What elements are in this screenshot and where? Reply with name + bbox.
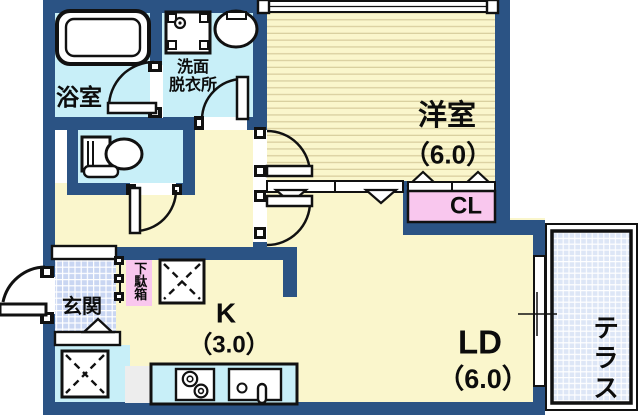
appliance-space (125, 366, 151, 403)
shoe-cabinet (126, 258, 152, 306)
living-dining-size: （6.0） (437, 363, 529, 394)
bathtub (55, 9, 151, 66)
washroom-label-line1: 洗面 (176, 59, 210, 77)
storage-square-kitchen (158, 258, 206, 305)
closet-label: CL (450, 192, 482, 220)
living-dining-label: LD (458, 323, 502, 361)
doors (0, 60, 314, 317)
window-terrace (518, 255, 557, 387)
entrance-label: 玄関 (62, 295, 102, 318)
kitchen-label: K (215, 297, 237, 329)
entrance-steps (50, 244, 122, 347)
door-living (265, 194, 314, 247)
door-bathroom (106, 60, 158, 115)
closet-box (406, 170, 497, 224)
door-entrance (0, 265, 48, 317)
western-room-label: 洋室 (417, 99, 477, 132)
washbasin (213, 9, 259, 49)
entrance-floor (55, 258, 116, 333)
terrace (545, 223, 638, 411)
washing-machine-pan (164, 10, 212, 55)
entrance-step-triangle (80, 317, 116, 334)
stove (174, 367, 216, 402)
western-room-size: （6.0） (403, 139, 493, 170)
door-washroom (200, 75, 250, 121)
door-toilet (128, 186, 178, 235)
door-western-room (265, 129, 314, 178)
kitchen-counter (149, 362, 299, 406)
kitchen-sink (227, 367, 283, 405)
washroom-label: 洗面 脱衣所 (169, 59, 217, 95)
storage-square-entrance (60, 349, 110, 399)
shoe-cabinet-label: 下駄箱 (132, 261, 148, 301)
window-top (256, 0, 500, 15)
kitchen-size: （3.0） (188, 331, 270, 359)
toilet (80, 135, 144, 179)
bathroom-label: 浴室 (56, 84, 102, 111)
shoe-cabinet-marks (114, 256, 124, 303)
terrace-label: テラス (589, 314, 620, 404)
washroom-label-line2: 脱衣所 (168, 77, 218, 94)
